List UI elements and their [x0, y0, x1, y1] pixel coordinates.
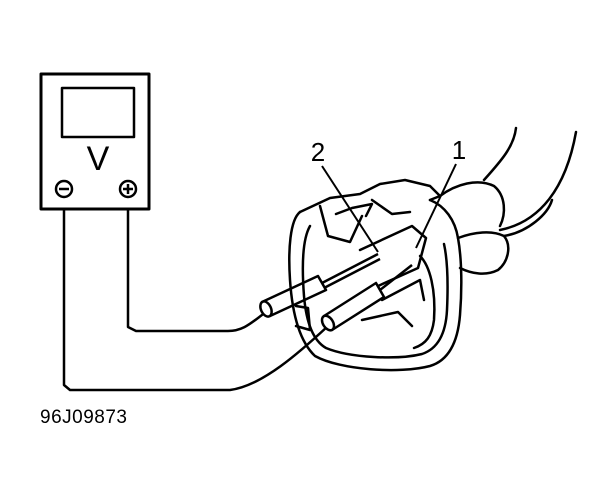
- callout-leaders: [321, 163, 457, 253]
- callout-2-label: 2: [311, 137, 325, 167]
- callout-1-leader: [415, 163, 457, 249]
- harness-sleeve-bottom: [456, 231, 510, 275]
- harness-sleeve-top: [438, 181, 506, 228]
- connector-cavity-b: [380, 278, 426, 302]
- callout-2-leader: [321, 165, 379, 253]
- probes: [259, 252, 413, 332]
- connector-cavity-a: [358, 224, 428, 288]
- connector-inner-frame-2: [294, 304, 312, 332]
- connector-latch: [298, 178, 442, 214]
- connector: [288, 126, 578, 372]
- voltmeter-unit-label: V: [87, 140, 110, 178]
- voltmeter: V: [39, 72, 151, 211]
- connector-housing-inner: [301, 224, 449, 359]
- connector-inner-frame: [412, 254, 436, 350]
- positive-terminal-icon: [118, 179, 138, 199]
- connector-housing-outer: [288, 198, 463, 372]
- positive-lead-wire: [126, 207, 268, 333]
- probe-upper-needle-b: [323, 257, 381, 290]
- probe-lower-tip-end: [320, 314, 336, 332]
- negative-terminal-icon: [54, 179, 74, 199]
- harness-wire-1: [482, 126, 518, 182]
- callout-1-label: 1: [452, 135, 466, 165]
- harness-wire-3: [502, 198, 554, 238]
- connector-latch-detail: [318, 204, 364, 244]
- probe-upper-needle: [321, 252, 379, 285]
- voltmeter-display: [60, 86, 136, 139]
- figure-code: 96J09873: [40, 407, 128, 428]
- probe-upper-tip-end: [259, 300, 273, 318]
- connector-latch-detail-2: [334, 202, 374, 218]
- harness-wire-2: [498, 130, 578, 232]
- connector-latch-detail-3: [370, 198, 412, 216]
- connector-cavity-c: [360, 310, 414, 328]
- voltmeter-case: [39, 72, 151, 211]
